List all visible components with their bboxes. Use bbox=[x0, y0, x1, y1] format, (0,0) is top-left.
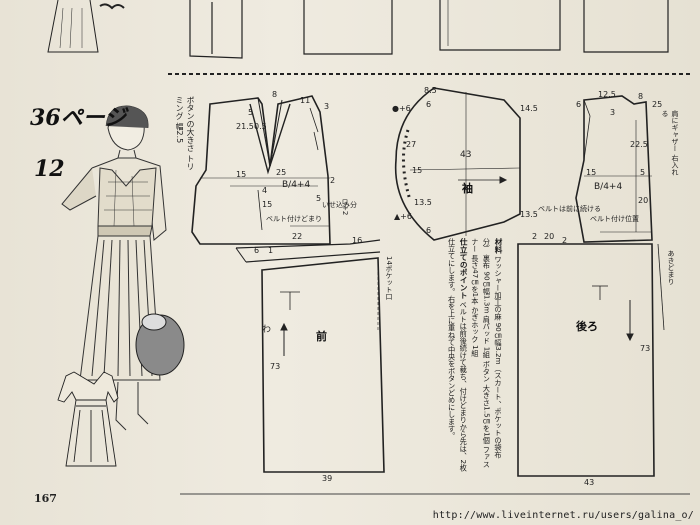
materials-text: ワッシャー加工の麻 90㎝幅3.2m（スカート、ポケットの袋布分） 裏布 90㎝… bbox=[470, 238, 503, 468]
sleeve-piece bbox=[394, 87, 521, 241]
front-skirt-width: 39 bbox=[322, 474, 333, 483]
source-url: http://www.liveinternet.ru/users/galina_… bbox=[432, 510, 694, 521]
bodice-dim: 2 bbox=[330, 176, 336, 185]
front-skirt-label: 前 bbox=[316, 330, 327, 343]
fold-mark: わ bbox=[262, 325, 272, 335]
bodice-dim: 11 bbox=[300, 96, 311, 105]
front-bodice-piece bbox=[191, 95, 381, 263]
bodice-bust-formula: B/4+4 bbox=[282, 180, 311, 190]
button-trim-note: ボタンの大きさ トリミング 幅2.5 bbox=[175, 96, 195, 171]
bodice-dim: 5 bbox=[248, 108, 254, 117]
pocket-opening-note: 14ポケット口 bbox=[385, 256, 393, 300]
back-bodice-dim: 5 bbox=[640, 168, 646, 177]
back-bodice-piece bbox=[575, 95, 653, 243]
points-text: ベルトは前後続けて裁ち、付けどまりから先は、2枚仕立てにします。右を上に重ねて中… bbox=[447, 238, 469, 472]
bodice-dim: 21.5 bbox=[236, 122, 254, 131]
belt-continue-note: ベルトは前に続ける bbox=[538, 205, 601, 213]
sewing-instructions: 材料 ワッシャー加工の麻 90㎝幅3.2m（スカート、ポケットの袋布分） 裏布 … bbox=[396, 238, 504, 472]
fashion-illustration bbox=[61, 105, 185, 431]
dress-flat-sketch bbox=[57, 371, 119, 467]
belt-position-note: ベルト付け位置 bbox=[590, 215, 639, 223]
ease-note: いせ込み分 bbox=[322, 201, 357, 209]
back-bodice-bust-formula: B/4+4 bbox=[594, 182, 623, 192]
page-number: 167 bbox=[34, 492, 57, 505]
back-bodice-dim: 25 bbox=[652, 100, 663, 109]
front-skirt-piece bbox=[261, 257, 385, 473]
bodice-dim: 8 bbox=[272, 90, 278, 99]
points-heading: 仕立てのポイント bbox=[459, 238, 469, 299]
bodice-dim: 1 bbox=[268, 246, 274, 255]
back-skirt-width: 43 bbox=[584, 478, 595, 487]
sleeve-dim: 43 bbox=[460, 150, 472, 160]
sleeve-dim: 27 bbox=[406, 140, 417, 149]
pattern-number: 12 bbox=[34, 156, 65, 182]
bodice-dim: 6 bbox=[254, 246, 260, 255]
bodice-dim: 0.5 bbox=[254, 122, 267, 131]
back-bodice-dim: 12.5 bbox=[598, 90, 616, 99]
belt-stop-note: ベルト付けどまり bbox=[266, 215, 322, 223]
front-skirt-length: 73 bbox=[270, 362, 281, 371]
bodice-dim: 4 bbox=[262, 186, 268, 195]
materials-heading: 材料 bbox=[494, 238, 503, 254]
sleeve-dim: 15 bbox=[412, 166, 423, 175]
bodice-dim: 22 bbox=[292, 232, 303, 241]
back-bodice-dim: 20 bbox=[638, 196, 649, 205]
back-bodice-dim: 2 bbox=[562, 236, 568, 245]
ro-plus-note: ロ+2 bbox=[341, 198, 349, 216]
bodice-dim: 25 bbox=[276, 168, 287, 177]
sleeve-dim: 6 bbox=[426, 226, 432, 235]
pattern-page-ref: 36ページ bbox=[30, 105, 127, 131]
top-pattern-strip bbox=[47, 0, 669, 59]
opening-stop-note: あきどまり bbox=[667, 250, 675, 285]
back-bodice-dim: 8 bbox=[638, 92, 644, 101]
bodice-dim: 3 bbox=[324, 102, 330, 111]
back-bodice-dim: 22.5 bbox=[630, 140, 648, 149]
back-bodice-dim: 6 bbox=[576, 100, 582, 109]
back-bodice-dim: 3 bbox=[610, 108, 616, 117]
sleeve-dim: 14.5 bbox=[520, 104, 538, 113]
back-skirt-length: 73 bbox=[640, 344, 651, 353]
sleeve-mark: ▲+6 bbox=[394, 212, 412, 221]
back-skirt-label: 後ろ bbox=[576, 320, 598, 333]
sleeve-dim: 8.5 bbox=[424, 86, 437, 95]
bodice-dim: 5 bbox=[316, 194, 322, 203]
back-skirt-piece bbox=[517, 243, 665, 477]
sleeve-label: 袖 bbox=[462, 182, 473, 195]
bodice-dim: 15 bbox=[262, 200, 273, 209]
belt-loop-dim: 16 bbox=[352, 236, 363, 245]
bodice-dim: 15 bbox=[236, 170, 247, 179]
sleeve-dim: 13.5 bbox=[414, 198, 432, 207]
sleeve-dim: 13.5 bbox=[520, 210, 538, 219]
back-bodice-dim: 15 bbox=[586, 168, 597, 177]
shoulder-gather-note: 肩にギャザー 右入れる bbox=[661, 110, 679, 176]
sleeve-mark: ●+6 bbox=[392, 104, 411, 113]
back-skirt-dim: 2 bbox=[532, 232, 538, 241]
sleeve-dim: 6 bbox=[426, 100, 432, 109]
back-skirt-dim: 20 bbox=[544, 232, 555, 241]
